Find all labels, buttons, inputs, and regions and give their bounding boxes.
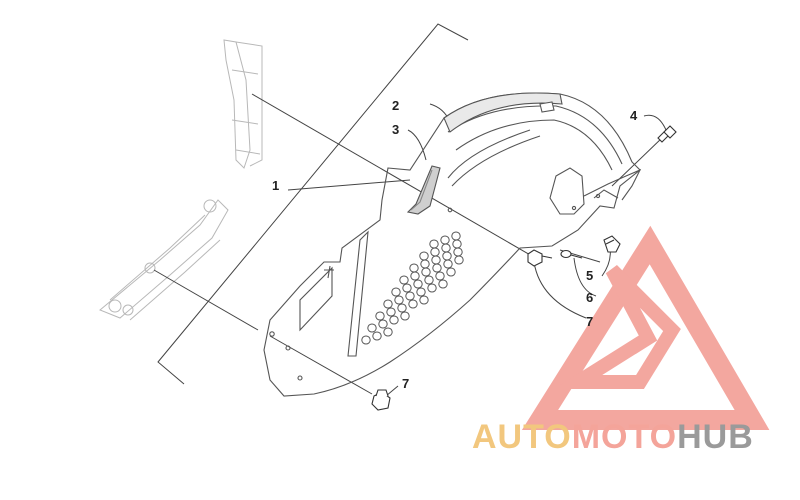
vent-hole xyxy=(452,239,462,249)
leader-lines xyxy=(153,93,667,397)
callout-3: 3 xyxy=(392,122,399,137)
vent-hole xyxy=(454,255,464,265)
vent-hole xyxy=(431,255,441,265)
vent-hole xyxy=(416,287,426,297)
vent-hole xyxy=(397,303,407,313)
callout-7-middle: 7 xyxy=(586,314,593,329)
watermark-auto: AUTO xyxy=(472,418,572,456)
clip-item-5 xyxy=(603,235,621,253)
bolt-item-7-middle xyxy=(527,249,553,267)
vent-hole xyxy=(375,311,385,321)
callouts: 1 2 3 4 5 6 7 7 xyxy=(272,98,638,391)
callout-4: 4 xyxy=(630,108,638,123)
vent-hole xyxy=(361,335,371,345)
vent-hole xyxy=(451,231,461,241)
vent-hole xyxy=(394,295,404,305)
frame-ghost xyxy=(99,39,263,321)
vent-hole xyxy=(413,279,423,289)
mudguard-part xyxy=(263,92,642,397)
item1-bracket xyxy=(157,23,469,385)
perforated-panel xyxy=(361,231,464,345)
vent-hole xyxy=(408,299,418,309)
vent-hole xyxy=(453,247,463,257)
hardware-parts xyxy=(371,125,677,411)
watermark-brand-text: AUTOMOTOHUB xyxy=(472,418,754,457)
vent-hole xyxy=(435,271,445,281)
vent-hole xyxy=(442,251,452,261)
vent-hole xyxy=(378,319,388,329)
vent-hole xyxy=(446,267,456,277)
vent-hole xyxy=(421,267,431,277)
callout-5: 5 xyxy=(586,268,593,283)
vent-hole xyxy=(427,283,437,293)
vent-hole xyxy=(429,239,439,249)
watermark-moto: MOTO xyxy=(571,418,678,456)
callout-6: 6 xyxy=(586,290,593,305)
vent-hole xyxy=(391,287,401,297)
screw-item-4 xyxy=(657,125,677,143)
vent-hole xyxy=(430,247,440,257)
bolt-item-7-lower xyxy=(371,389,391,411)
vent-hole xyxy=(386,307,396,317)
vent-hole xyxy=(400,311,410,321)
vent-hole xyxy=(420,259,430,269)
washer-item-6 xyxy=(560,249,583,259)
vent-hole xyxy=(372,331,382,341)
vent-hole xyxy=(389,315,399,325)
vent-hole xyxy=(402,283,412,293)
callout-7-lower: 7 xyxy=(402,376,409,391)
vent-hole xyxy=(441,243,451,253)
callout-2: 2 xyxy=(392,98,399,113)
vent-hole xyxy=(440,235,450,245)
vent-hole xyxy=(383,299,393,309)
vent-hole xyxy=(424,275,434,285)
vent-hole xyxy=(443,259,453,269)
vent-hole xyxy=(367,323,377,333)
vent-hole xyxy=(383,327,393,337)
callout-1: 1 xyxy=(272,178,279,193)
vent-hole xyxy=(419,251,429,261)
vent-hole xyxy=(405,291,415,301)
vent-hole xyxy=(432,263,442,273)
watermark-hub: HUB xyxy=(677,418,754,456)
watermark-logo xyxy=(521,225,770,430)
vent-hole xyxy=(399,275,409,285)
vent-hole xyxy=(438,279,448,289)
vent-hole xyxy=(419,295,429,305)
vent-hole xyxy=(409,263,419,273)
vent-hole xyxy=(410,271,420,281)
